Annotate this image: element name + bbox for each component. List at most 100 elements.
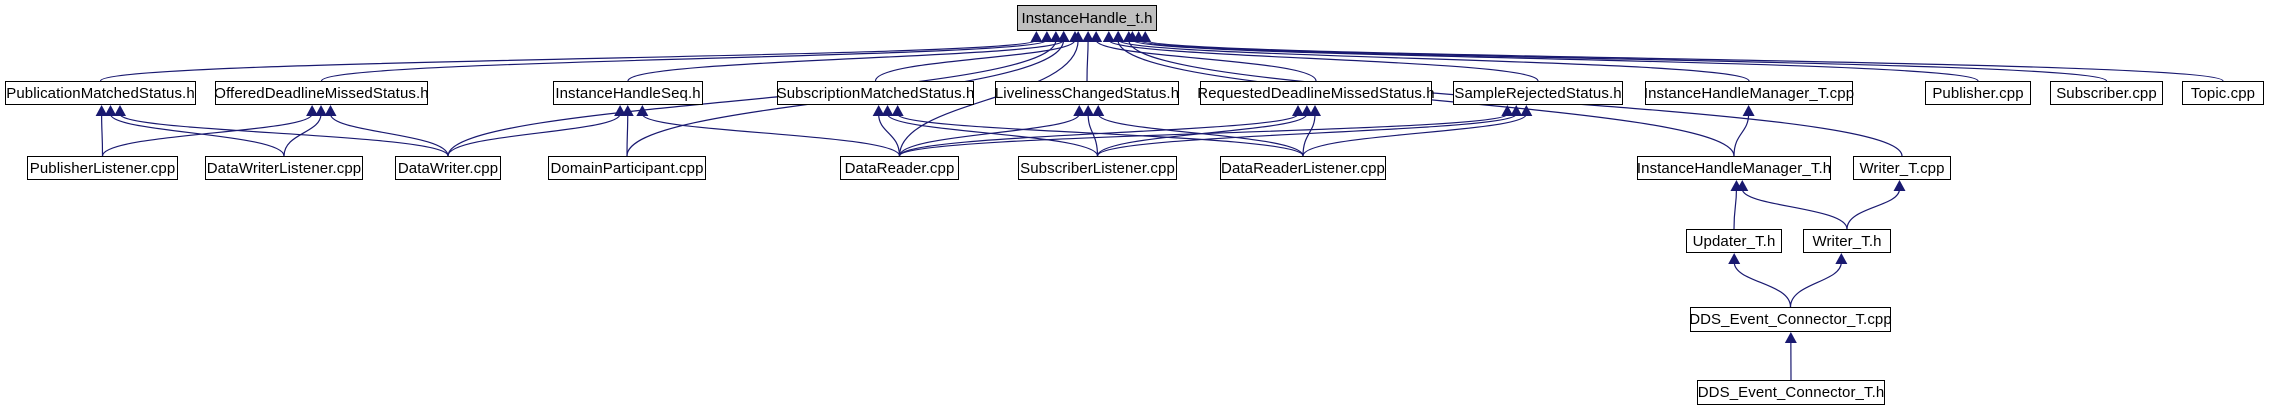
graph-node-label: Updater_T.h xyxy=(1692,232,1776,250)
graph-edge-arrowhead xyxy=(1112,31,1124,42)
graph-node-domainparticipant_cpp[interactable]: DomainParticipant.cpp xyxy=(548,156,706,180)
graph-node-publisherlistener_cpp[interactable]: PublisherListener.cpp xyxy=(27,156,178,180)
graph-node-label: InstanceHandleManager_T.h xyxy=(1636,159,1832,177)
graph-node-topic_cpp[interactable]: Topic.cpp xyxy=(2182,81,2264,105)
graph-edge-arrowhead xyxy=(1510,105,1523,116)
graph-edge-arrowhead xyxy=(614,105,627,116)
graph-edge-arrowhead xyxy=(1132,31,1145,42)
graph-edge xyxy=(1108,39,1539,82)
graph-edge-arrowhead xyxy=(1082,105,1095,116)
graph-node-label: PublicationMatchedStatus.h xyxy=(6,84,195,102)
graph-node-dds_event_connector_t_h[interactable]: DDS_Event_Connector_T.h xyxy=(1697,380,1885,405)
graph-node-label: Subscriber.cpp xyxy=(2056,84,2157,102)
graph-node-datareader_cpp[interactable]: DataReader.cpp xyxy=(840,156,959,180)
graph-node-publisher_cpp[interactable]: Publisher.cpp xyxy=(1925,81,2031,105)
graph-edge-arrowhead xyxy=(1122,31,1135,42)
graph-edge xyxy=(898,113,1080,157)
graph-edge xyxy=(320,39,1048,82)
graph-edge xyxy=(898,113,1508,157)
graph-node-label: InstanceHandle_t.h xyxy=(1021,9,1153,27)
graph-edge-arrowhead xyxy=(1784,332,1797,343)
graph-node-offereddeadlinemissedstatus_h[interactable]: OfferedDeadlineMissedStatus.h xyxy=(214,81,429,105)
graph-edge-arrowhead xyxy=(95,105,108,116)
graph-edge-arrowhead xyxy=(891,105,904,116)
graph-edge-arrowhead xyxy=(881,105,894,116)
graph-edge-arrowhead xyxy=(306,105,319,116)
graph-node-instancehandle_t_h[interactable]: InstanceHandle_t.h xyxy=(1017,5,1157,31)
graph-edge xyxy=(897,113,1304,157)
graph-node-label: InstanceHandleSeq.h xyxy=(555,84,701,102)
graph-edge-arrowhead xyxy=(1082,31,1095,42)
graph-node-requesteddeadlinemissedstatus_h[interactable]: RequestedDeadlineMissedStatus.h xyxy=(1197,81,1435,105)
graph-edge xyxy=(1086,39,1089,82)
graph-node-datawriter_cpp[interactable]: DataWriter.cpp xyxy=(395,156,501,180)
graph-edge xyxy=(119,113,449,157)
graph-edge-arrowhead xyxy=(1728,253,1741,264)
graph-edge xyxy=(283,113,322,157)
graph-edge-arrowhead xyxy=(1309,105,1321,116)
graph-node-dds_event_connector_t_cpp[interactable]: DDS_Event_Connector_T.cpp xyxy=(1689,307,1892,332)
graph-node-label: DataReaderListener.cpp xyxy=(1221,159,1385,177)
graph-edge xyxy=(874,39,1076,82)
graph-node-updater_t_h[interactable]: Updater_T.h xyxy=(1686,229,1782,253)
graph-node-writer_t_cpp[interactable]: Writer_T.cpp xyxy=(1853,156,1951,180)
graph-node-datawriterlistener_cpp[interactable]: DataWriterListener.cpp xyxy=(205,156,363,180)
graph-node-label: Writer_T.h xyxy=(1812,232,1882,250)
graph-edge xyxy=(898,113,1299,157)
graph-node-samplerejectedstatus_h[interactable]: SampleRejectedStatus.h xyxy=(1453,81,1623,105)
graph-edge-arrowhead xyxy=(1049,31,1062,42)
graph-node-label: DataWriter.cpp xyxy=(397,159,499,177)
graph-edge xyxy=(1789,261,1842,308)
graph-node-label: Topic.cpp xyxy=(2190,84,2256,102)
graph-edge-arrowhead xyxy=(114,105,126,116)
graph-edge-arrowhead xyxy=(1057,31,1070,42)
graph-edge xyxy=(1087,113,1099,157)
graph-node-label: SubscriberListener.cpp xyxy=(1020,159,1175,177)
graph-node-label: DataWriterListener.cpp xyxy=(206,159,362,177)
graph-edge xyxy=(626,113,629,157)
graph-edge-arrowhead xyxy=(1736,180,1749,191)
graph-node-instancehandleseq_h[interactable]: InstanceHandleSeq.h xyxy=(553,81,703,105)
graph-edge-arrowhead xyxy=(1072,31,1085,42)
graph-node-subscriberlistener_cpp[interactable]: SubscriberListener.cpp xyxy=(1018,156,1177,180)
graph-edge xyxy=(1138,39,2108,82)
graph-node-label: RequestedDeadlineMissedStatus.h xyxy=(1197,84,1435,102)
graph-edge xyxy=(101,113,313,157)
graph-node-livelinesschangedstatus_h[interactable]: LivelinessChangedStatus.h xyxy=(995,81,1179,105)
graph-node-label: DDS_Event_Connector_T.cpp xyxy=(1689,311,1892,328)
graph-node-label: DDS_Event_Connector_T.h xyxy=(1697,384,1885,401)
graph-edge xyxy=(878,113,901,157)
graph-node-instancehandlemanager_t_h[interactable]: InstanceHandleManager_T.h xyxy=(1637,156,1831,180)
graph-edge-arrowhead xyxy=(1092,105,1105,116)
graph-edge xyxy=(1846,188,1901,230)
graph-edge xyxy=(1741,188,1848,230)
graph-node-writer_t_h[interactable]: Writer_T.h xyxy=(1803,229,1891,253)
graph-edge-arrowhead xyxy=(636,105,649,116)
graph-edge-arrowhead xyxy=(1040,31,1053,42)
graph-edge xyxy=(641,113,901,157)
graph-edge xyxy=(1144,39,2224,82)
graph-node-subscriptionmatchedstatus_h[interactable]: SubscriptionMatchedStatus.h xyxy=(777,81,974,105)
graph-edge xyxy=(329,113,449,157)
graph-edge xyxy=(886,113,1099,157)
graph-edge xyxy=(1131,39,1979,82)
graph-node-subscriber_cpp[interactable]: Subscriber.cpp xyxy=(2050,81,2163,105)
graph-edge-arrowhead xyxy=(1520,105,1533,116)
graph-edge-arrowhead xyxy=(872,105,885,116)
graph-edge xyxy=(1096,113,1308,157)
graph-node-datareaderlistener_cpp[interactable]: DataReaderListener.cpp xyxy=(1220,156,1386,180)
graph-edge-arrowhead xyxy=(1126,31,1139,42)
graph-node-instancehandlemanager_t_cpp[interactable]: InstanceHandleManager_T.cpp xyxy=(1644,81,1854,105)
graph-edge-arrowhead xyxy=(1030,31,1043,42)
graph-node-label: Writer_T.cpp xyxy=(1859,159,1945,177)
graph-edge-arrowhead xyxy=(1057,31,1070,42)
graph-edge-arrowhead xyxy=(1102,31,1115,42)
graph-edge xyxy=(1733,113,1750,157)
graph-node-publicationmatchedstatus_h[interactable]: PublicationMatchedStatus.h xyxy=(5,81,196,105)
graph-edge-arrowhead xyxy=(1835,253,1848,264)
graph-edge-arrowhead xyxy=(1730,180,1743,191)
graph-edge xyxy=(109,113,285,157)
graph-edge xyxy=(1095,39,1317,82)
